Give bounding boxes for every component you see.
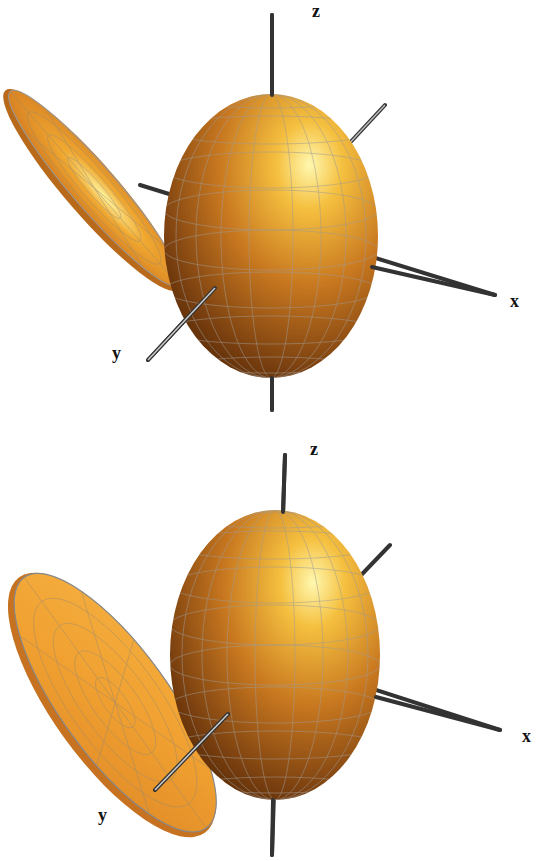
- axis-label: y: [112, 344, 121, 362]
- axes-front: [148, 15, 495, 410]
- axis-label: z: [312, 2, 320, 20]
- axis-highlight: [148, 288, 215, 360]
- top-panel: [0, 15, 495, 410]
- ellipsoid-mesh: [164, 92, 378, 378]
- ellipsoid-mesh: [170, 510, 380, 800]
- axis-label: y: [98, 806, 107, 824]
- ellipsoid: [170, 510, 380, 800]
- axes-back: [140, 15, 495, 410]
- axis-highlight: [155, 714, 228, 790]
- axis-label: x: [510, 292, 519, 310]
- axis-label: z: [310, 440, 318, 458]
- axis-label: x: [522, 727, 531, 745]
- axes-front: [155, 455, 500, 855]
- bottom-panel: [0, 455, 500, 861]
- ellipsoid: [164, 94, 378, 378]
